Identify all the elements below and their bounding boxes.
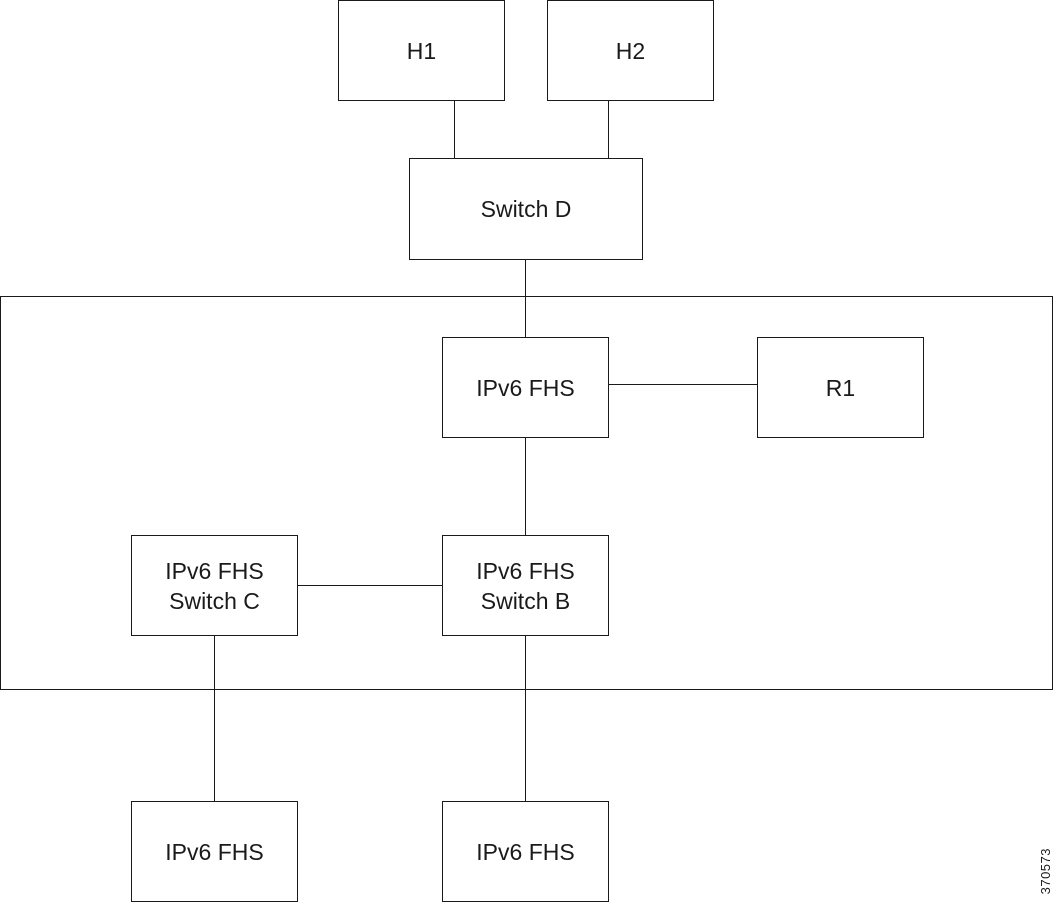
fhs-domain-boundary [0,296,1053,690]
node-switch-c-label-line2: Switch C [169,587,260,614]
node-h1-label: H1 [406,37,437,64]
link-fhs-top-r1 [608,384,758,385]
node-switch-d-label: Switch D [480,196,572,222]
node-switch-b-label-line2: Switch B [480,587,571,614]
node-r1: R1 [757,337,924,438]
link-h2-switch-d [608,100,609,158]
node-h1: H1 [338,0,505,101]
node-switch-c: IPv6 FHS Switch C [131,535,298,636]
node-fhs-bottom-left: IPv6 FHS [131,801,298,902]
node-fhs-bottom-right: IPv6 FHS [442,801,609,902]
link-switch-c-fhs-bottom-left [214,635,215,802]
node-switch-c-label-line1: IPv6 FHS [165,557,264,584]
link-fhs-top-switch-b [525,437,526,536]
node-h2-label: H2 [615,37,646,64]
node-fhs-top: IPv6 FHS [442,337,609,438]
link-switch-d-fhs-top [525,259,526,338]
node-r1-label: R1 [825,374,856,401]
node-fhs-top-label: IPv6 FHS [476,374,575,401]
node-switch-b: IPv6 FHS Switch B [442,535,609,636]
link-switch-b-fhs-bottom-right [525,635,526,802]
link-h1-switch-d [454,100,455,158]
node-switch-b-label-line1: IPv6 FHS [476,557,575,584]
node-fhs-bottom-right-label: IPv6 FHS [476,838,575,865]
node-switch-d: Switch D [409,158,643,260]
figure-id: 370573 [1038,847,1053,894]
link-switch-c-switch-b [297,585,443,586]
node-fhs-bottom-left-label: IPv6 FHS [165,838,264,865]
node-h2: H2 [547,0,714,101]
